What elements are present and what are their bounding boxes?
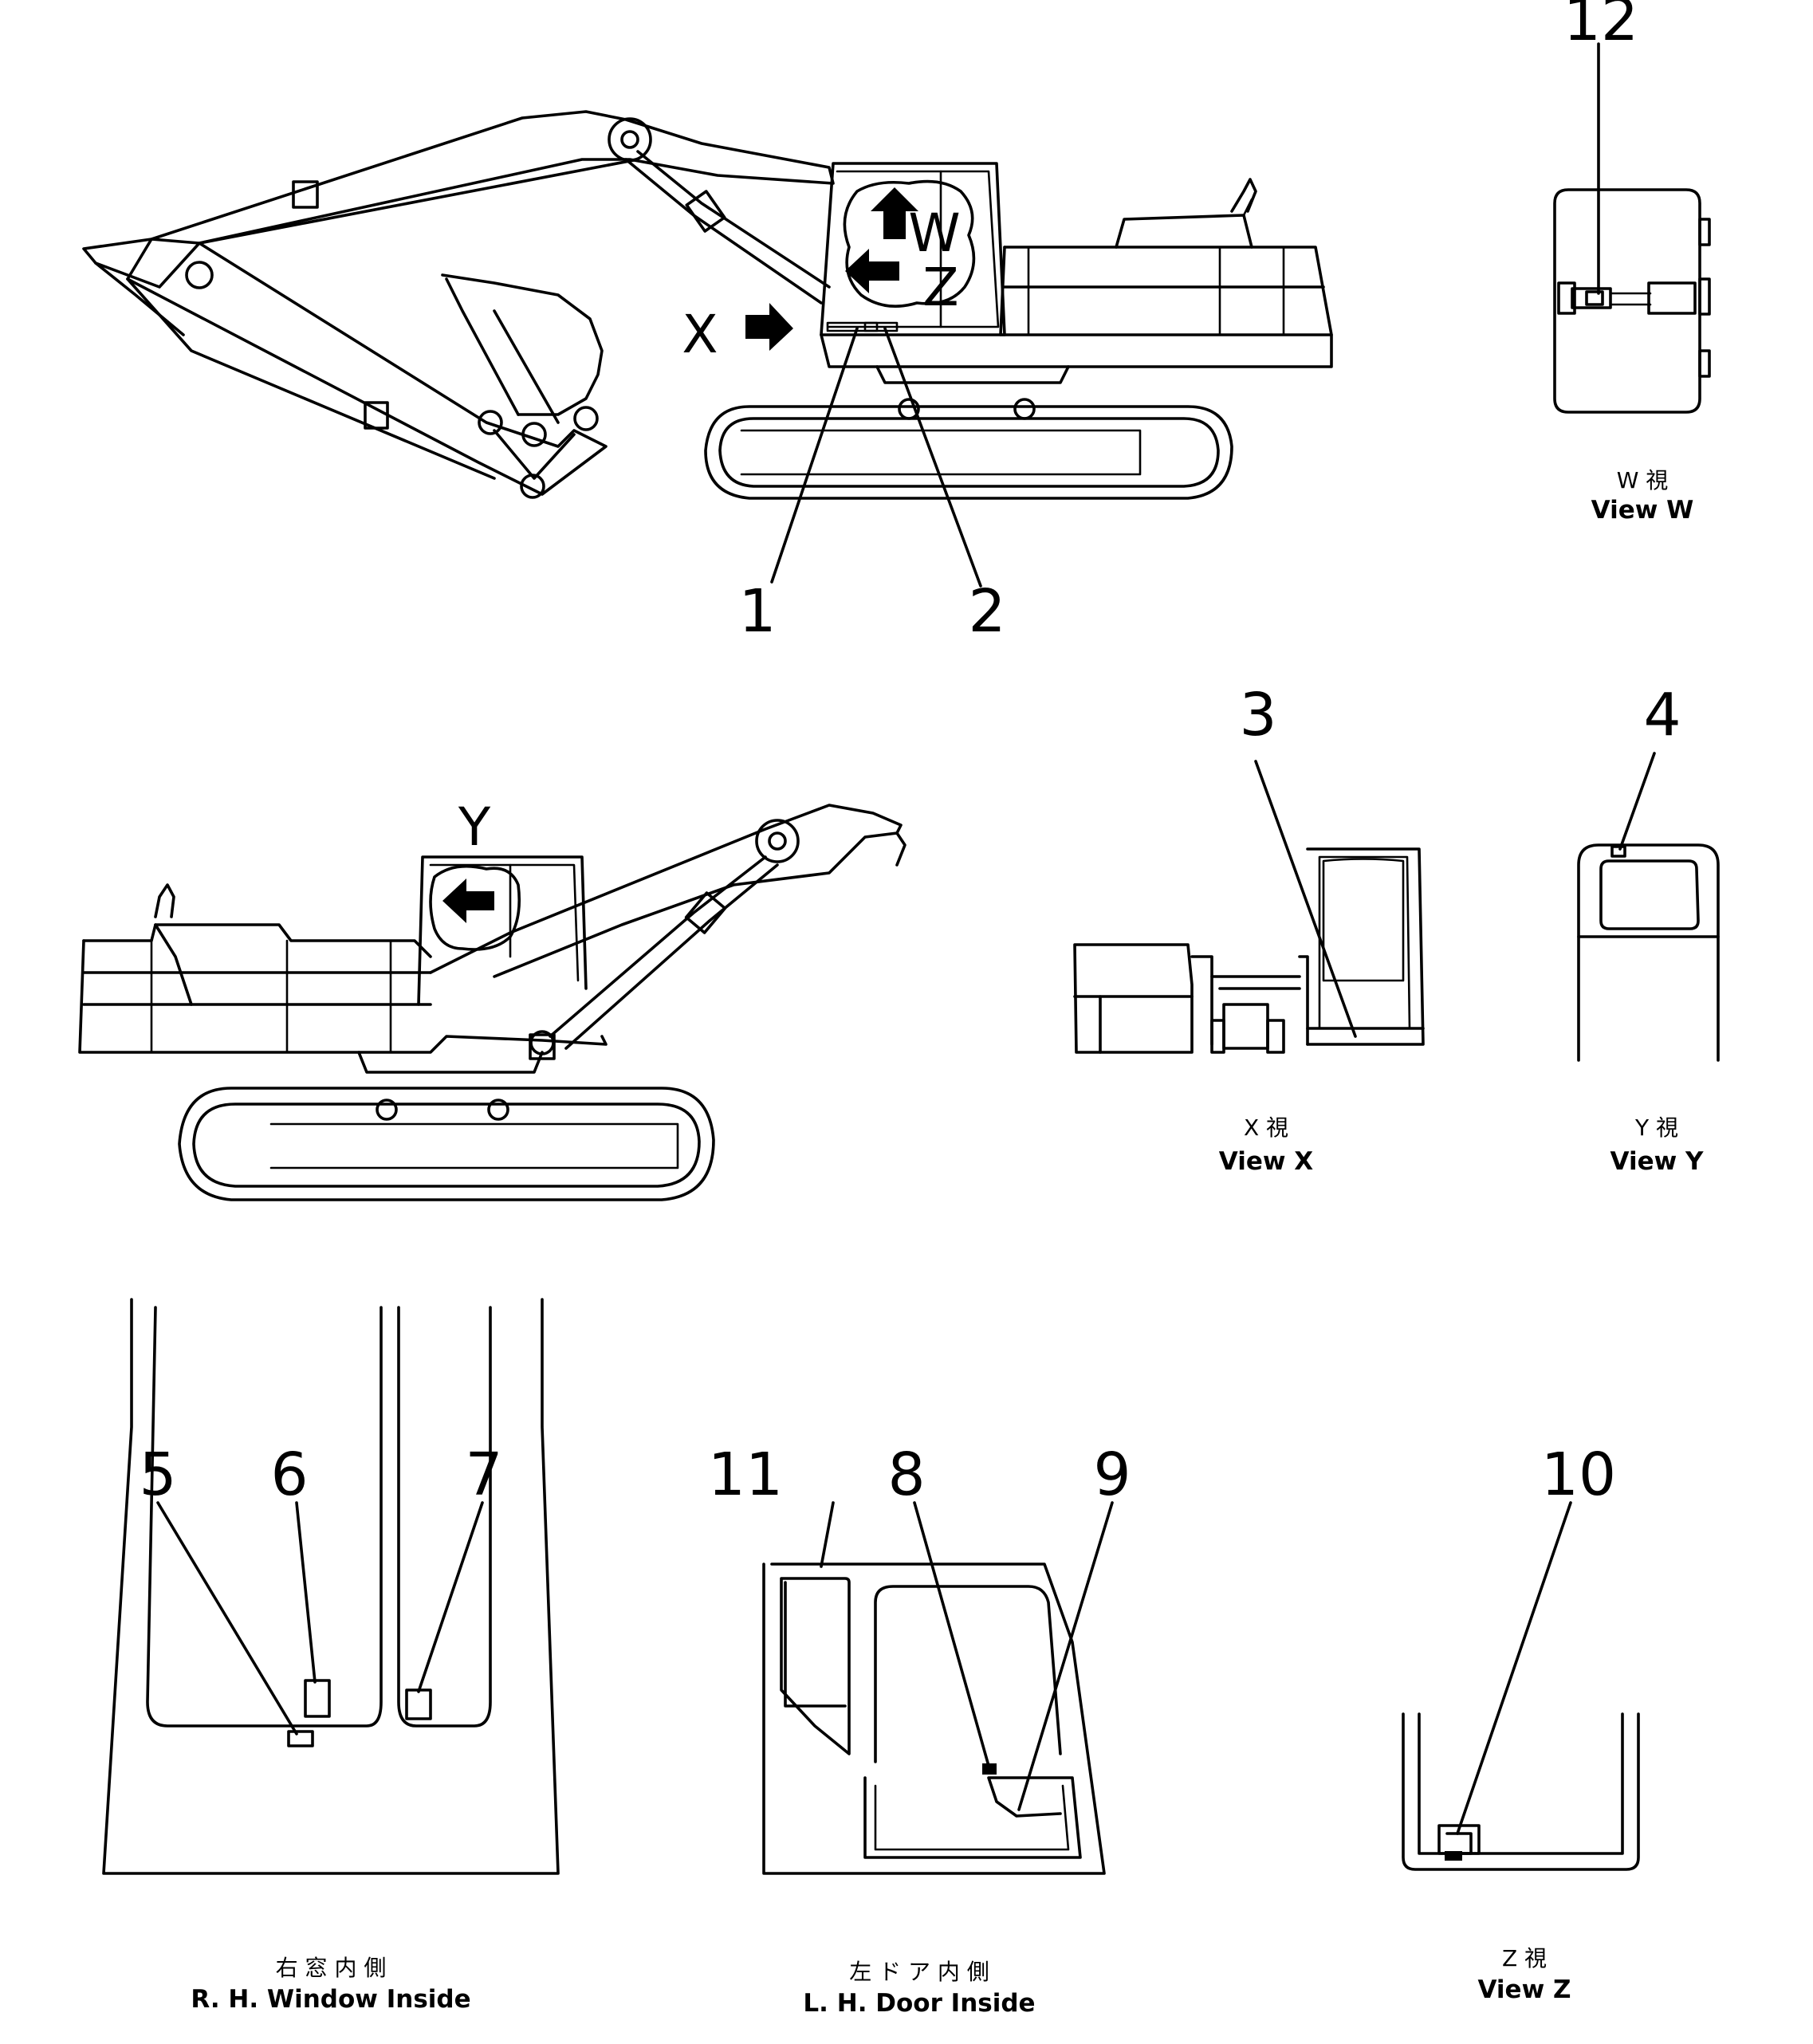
caption-rh-window-jp: 右 窓 内 側 <box>276 1955 387 1981</box>
caption-lh-door-jp: 左 ド ア 内 側 <box>849 1959 989 1985</box>
part-number-9: 9 <box>1093 1441 1131 1509</box>
view-marker-y: Y <box>458 796 491 858</box>
caption-view-y-en: View Y <box>1610 1147 1705 1176</box>
part-number-1: 1 <box>738 577 776 646</box>
rh-window-inside-panel <box>102 1298 560 1875</box>
caption-view-w-en: View W <box>1591 496 1694 525</box>
caption-view-x-jp: X 視 <box>1244 1114 1288 1141</box>
part-number-11: 11 <box>708 1441 783 1509</box>
part-number-7: 7 <box>465 1441 502 1509</box>
view-w-panel <box>1553 42 1711 414</box>
view-marker-x: X <box>682 304 718 365</box>
part-number-3: 3 <box>1239 681 1276 749</box>
part-number-12: 12 <box>1563 0 1638 54</box>
view-y-panel <box>1577 752 1720 1062</box>
view-x-panel <box>1073 760 1425 1054</box>
part-number-5: 5 <box>139 1441 176 1509</box>
part-number-2: 2 <box>968 577 1005 646</box>
excavator-side-view-right <box>78 804 906 1201</box>
view-marker-z: Z <box>922 257 958 318</box>
caption-view-z-en: View Z <box>1477 1975 1571 2004</box>
lh-door-inside-panel <box>762 1501 1114 1875</box>
view-marker-w: W <box>908 202 960 264</box>
part-number-6: 6 <box>270 1441 308 1509</box>
caption-view-x-en: View X <box>1219 1147 1314 1176</box>
part-number-4: 4 <box>1643 681 1681 749</box>
excavator-side-view-left <box>82 110 1333 588</box>
caption-rh-window-en: R. H. Window Inside <box>191 1985 470 2014</box>
caption-view-w-jp: W 視 <box>1617 467 1669 493</box>
caption-view-z-jp: Z 視 <box>1502 1945 1547 1971</box>
caption-view-y-jp: Y 視 <box>1634 1114 1678 1141</box>
part-number-10: 10 <box>1541 1441 1616 1509</box>
caption-lh-door-en: L. H. Door Inside <box>803 1989 1035 2018</box>
part-number-8: 8 <box>887 1441 925 1509</box>
view-z-panel <box>1402 1501 1640 1871</box>
